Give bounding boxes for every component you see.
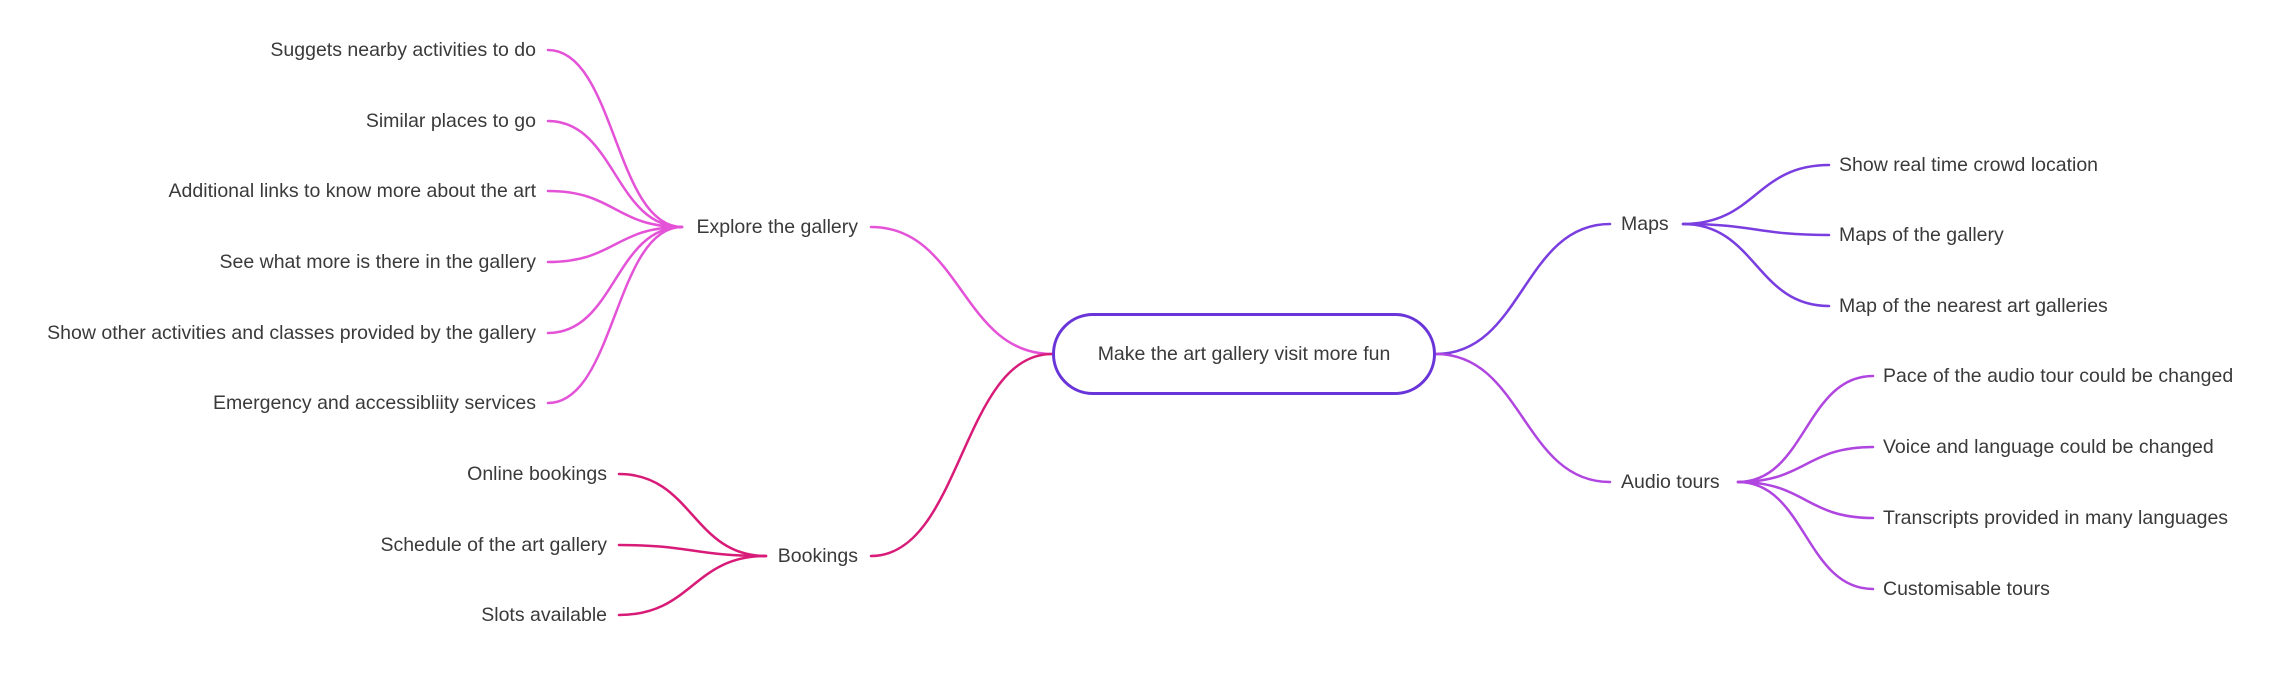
connector-explore-child-4 (546, 225, 684, 335)
explore-child-3[interactable]: See what more is there in the gallery (219, 251, 537, 273)
connector-audio-child-0 (1736, 374, 1875, 484)
bookings-child-2[interactable]: Slots available (481, 604, 607, 626)
connector-bookings-child-2 (617, 554, 768, 617)
connector-root-audio (1434, 352, 1612, 484)
explore-child-2[interactable]: Additional links to know more about the … (168, 180, 536, 202)
explore-child-0[interactable]: Suggets nearby activities to do (270, 39, 536, 61)
connector-root-explore (869, 225, 1054, 356)
connector-explore-child-2 (546, 189, 684, 229)
branch-audio-label[interactable]: Audio tours (1621, 471, 1720, 493)
explore-child-1[interactable]: Similar places to go (365, 110, 536, 132)
branch-explore-label[interactable]: Explore the gallery (696, 216, 858, 238)
audio-child-2[interactable]: Transcripts provided in many languages (1883, 507, 2229, 529)
connector-explore-child-3 (546, 225, 684, 264)
audio-child-3[interactable]: Customisable tours (1883, 578, 2050, 600)
explore-child-4[interactable]: Show other activities and classes provid… (47, 322, 536, 344)
audio-child-0[interactable]: Pace of the audio tour could be changed (1883, 365, 2234, 387)
branch-maps-label[interactable]: Maps (1621, 213, 1669, 235)
audio-child-1[interactable]: Voice and language could be changed (1883, 436, 2214, 458)
connector-maps-child-0 (1681, 163, 1831, 226)
connector-audio-child-2 (1736, 480, 1875, 520)
root-node-label: Make the art gallery visit more fun (1097, 342, 1391, 365)
root-node[interactable]: Make the art gallery visit more fun (1052, 313, 1436, 395)
bookings-child-1[interactable]: Schedule of the art gallery (380, 534, 607, 556)
maps-child-2[interactable]: Map of the nearest art galleries (1839, 295, 2108, 317)
connector-audio-child-3 (1736, 480, 1875, 591)
maps-child-0[interactable]: Show real time crowd location (1839, 154, 2099, 176)
connector-explore-child-5 (546, 225, 684, 405)
bookings-child-0[interactable]: Online bookings (467, 463, 607, 485)
connector-audio-child-1 (1736, 445, 1875, 484)
connector-explore-child-1 (546, 119, 684, 229)
connector-bookings-child-1 (617, 543, 768, 558)
maps-child-1[interactable]: Maps of the gallery (1839, 224, 2004, 246)
connector-maps-child-1 (1681, 222, 1831, 237)
connector-bookings-child-0 (617, 472, 768, 558)
connector-explore-child-0 (546, 48, 684, 229)
connector-root-bookings (869, 352, 1054, 558)
branch-bookings-label[interactable]: Bookings (777, 545, 858, 567)
connector-maps-child-2 (1681, 222, 1831, 308)
connector-root-maps (1434, 222, 1612, 356)
explore-child-5[interactable]: Emergency and accessibliity services (213, 392, 536, 414)
